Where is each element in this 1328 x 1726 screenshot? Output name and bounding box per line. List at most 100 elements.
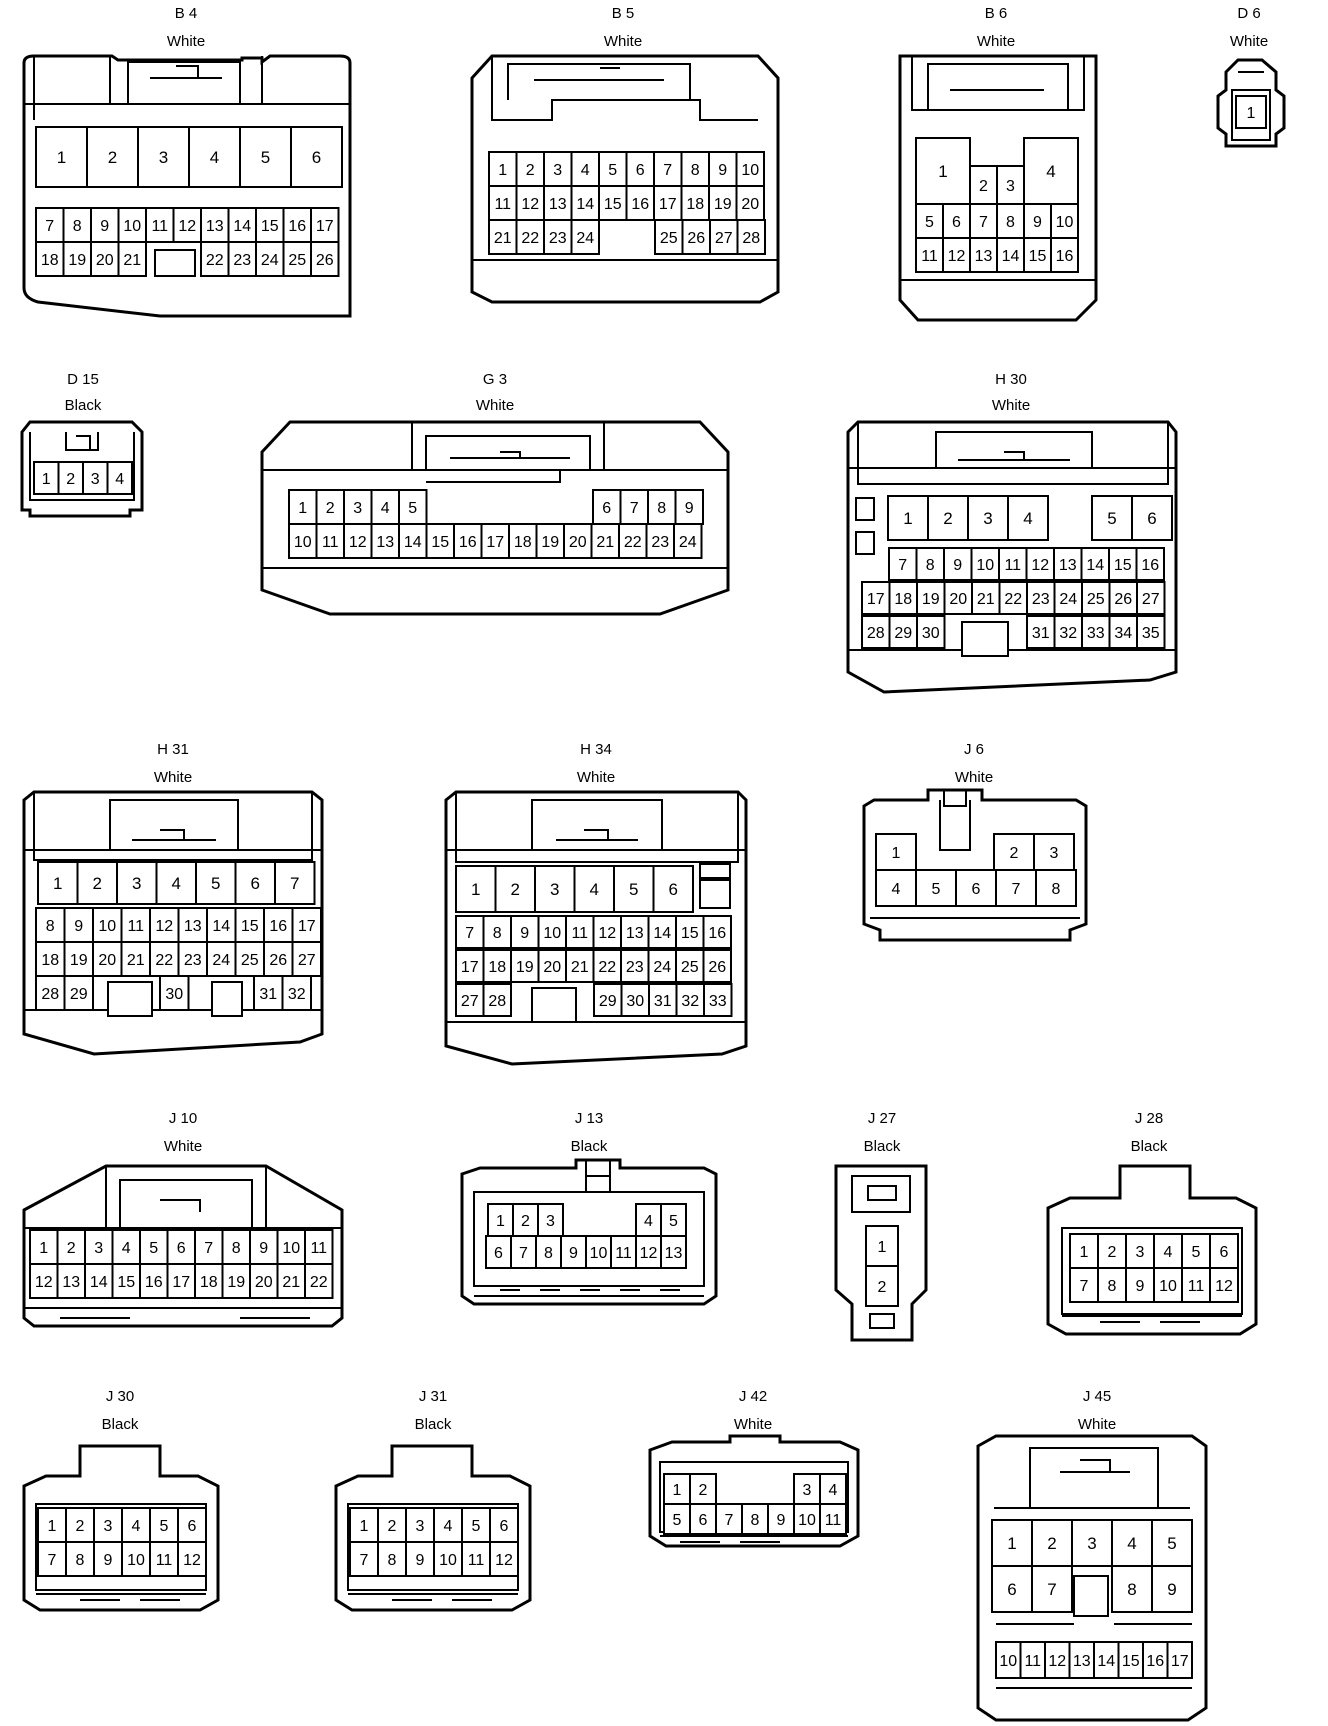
pin-cavity-5 <box>1151 1519 1193 1567</box>
pin-cavity-3 <box>1125 1233 1155 1269</box>
pin-number: 3 <box>353 500 362 517</box>
pin-cavity-21 <box>120 941 151 977</box>
pin-number: 11 <box>310 1240 327 1257</box>
pin-number: 16 <box>708 925 726 942</box>
pin-number: 9 <box>74 918 83 935</box>
pin-number: 12 <box>640 1245 658 1262</box>
pin-number: 6 <box>699 1512 708 1529</box>
pin-cavity-4 <box>1111 1519 1153 1567</box>
pin-number: 31 <box>1032 625 1050 642</box>
pin-number: 13 <box>376 534 394 551</box>
pin-cavity-12 <box>489 1541 519 1577</box>
pin-number: 9 <box>104 1552 113 1569</box>
pin-number: 7 <box>290 874 299 893</box>
connector-code: J 27 <box>868 1110 896 1127</box>
pin-cavity-13 <box>56 1263 86 1299</box>
pin-number: 16 <box>145 1274 163 1291</box>
pin-number: 18 <box>41 952 59 969</box>
pin-number: 12 <box>598 925 616 942</box>
pin-number: 5 <box>472 1518 481 1535</box>
pin-cavity-2 <box>315 489 345 525</box>
pin-cavity-21 <box>590 523 620 559</box>
pin-number: 30 <box>922 625 940 642</box>
pin-cavity-15 <box>1108 547 1138 581</box>
pin-number: 15 <box>241 918 259 935</box>
pin-cavity-10 <box>433 1541 463 1577</box>
blank-cavity <box>855 531 875 555</box>
pin-cavity-22 <box>200 241 230 277</box>
pin-number: 6 <box>669 880 678 899</box>
pin-cavity-15 <box>1023 237 1052 273</box>
pin-cavity-15 <box>425 523 455 559</box>
pin-cavity-17 <box>166 1263 196 1299</box>
pin-number: 32 <box>288 986 306 1003</box>
pin-number: 22 <box>310 1274 328 1291</box>
pin-number: 2 <box>878 1279 887 1296</box>
pin-number: 5 <box>673 1512 682 1529</box>
pin-cavity-11 <box>819 1503 847 1535</box>
connector-color: White <box>604 33 642 50</box>
pin-number: 15 <box>681 925 699 942</box>
pin-number: 7 <box>725 1512 734 1529</box>
pin-number: 22 <box>598 959 616 976</box>
pin-cavity-17 <box>291 907 322 943</box>
pin-number: 11 <box>156 1552 173 1569</box>
pin-cavity-18 <box>888 581 918 615</box>
blank-cavity <box>699 879 731 909</box>
connector-color: White <box>167 33 205 50</box>
pin-number: 16 <box>1141 557 1159 574</box>
pin-cavity-32 <box>281 975 312 1011</box>
pin-cavity-28 <box>482 983 512 1017</box>
pin-number: 2 <box>93 874 102 893</box>
pin-cavity-22 <box>304 1263 334 1299</box>
pin-cavity-17 <box>455 949 485 983</box>
pin-cavity-20 <box>92 941 123 977</box>
pin-cavity-6 <box>942 203 971 239</box>
pin-number: 6 <box>177 1240 186 1257</box>
pin-cavity-6 <box>290 126 343 188</box>
pin-number: 17 <box>1171 1653 1189 1670</box>
pin-cavity-3 <box>1033 833 1075 871</box>
pin-cavity-16 <box>702 915 732 949</box>
connector-code: B 5 <box>612 5 635 22</box>
pin-number: 8 <box>1052 881 1061 898</box>
pin-cavity-2 <box>865 1265 899 1307</box>
pin-number: 9 <box>953 557 962 574</box>
pin-number: 13 <box>1073 1653 1091 1670</box>
pin-number: 20 <box>255 1274 273 1291</box>
connector-color: White <box>577 769 615 786</box>
pin-number: 3 <box>132 874 141 893</box>
pin-cavity-15 <box>1117 1641 1144 1679</box>
pin-cavity-1 <box>875 833 917 871</box>
pin-cavity-4 <box>819 1473 847 1505</box>
pin-number: 19 <box>70 952 88 969</box>
pin-number: 9 <box>520 925 529 942</box>
pin-number: 18 <box>200 1274 218 1291</box>
pin-number: 7 <box>1012 881 1021 898</box>
connector-color: White <box>977 33 1015 50</box>
pin-number: 5 <box>149 1240 158 1257</box>
pin-number: 19 <box>541 534 559 551</box>
pin-number: 2 <box>511 880 520 899</box>
pin-cavity-23 <box>177 941 208 977</box>
pin-number: 11 <box>615 1245 632 1262</box>
pin-number: 7 <box>898 557 907 574</box>
pin-number: 6 <box>1220 1244 1229 1261</box>
pin-number: 2 <box>1010 845 1019 862</box>
pin-number: 20 <box>96 252 114 269</box>
pin-number: 4 <box>172 874 181 893</box>
pin-number: 5 <box>1192 1244 1201 1261</box>
pin-cavity-3 <box>996 165 1025 205</box>
pin-number: 1 <box>57 148 66 167</box>
pin-cavity-27 <box>455 983 485 1017</box>
pin-number: 4 <box>1164 1244 1173 1261</box>
pin-number: 5 <box>608 162 617 179</box>
pin-cavity-2 <box>57 461 84 495</box>
pin-number: 9 <box>777 1512 786 1529</box>
pin-number: 11 <box>825 1512 842 1529</box>
connector-color: White <box>1230 33 1268 50</box>
